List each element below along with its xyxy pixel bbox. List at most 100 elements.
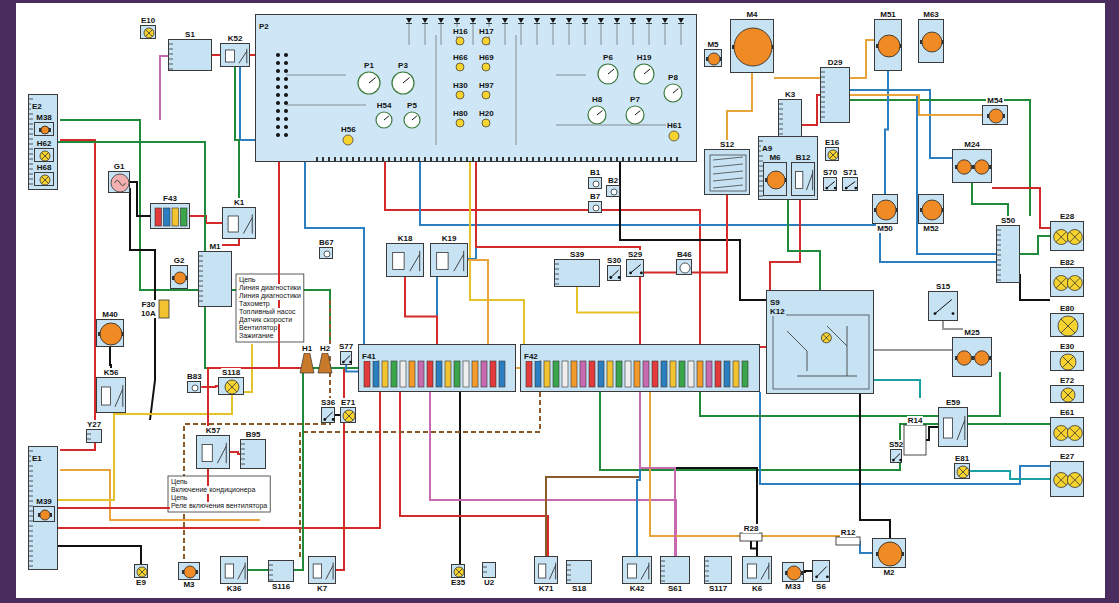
- wire: [751, 541, 757, 556]
- component-label: B95: [245, 430, 262, 439]
- lamp-symbol: [40, 151, 50, 161]
- pin-mark: [997, 260, 1001, 261]
- fuse-symbol: [697, 361, 703, 387]
- lamp-cross: [959, 468, 967, 476]
- relay-shape: [938, 407, 968, 447]
- table-cell: Датчик скорости: [238, 316, 293, 324]
- label-group: S52: [888, 440, 904, 449]
- lamp-shape: [1050, 351, 1084, 371]
- lamp-symbol: [454, 567, 464, 577]
- component-label: S36: [320, 398, 336, 407]
- component-label: A9: [761, 144, 773, 153]
- label-group: R28: [743, 524, 760, 533]
- switch-pin: [855, 187, 858, 190]
- motor-shape: [704, 49, 722, 67]
- pin-mark: [821, 107, 825, 108]
- pin-mark: [269, 575, 273, 576]
- diode-symbol: [486, 18, 492, 23]
- wire: [201, 386, 218, 387]
- wire: [640, 392, 757, 556]
- label-group: K19: [441, 234, 458, 243]
- connector-pin: [526, 157, 528, 162]
- symbol-drawing: [843, 178, 859, 192]
- indicator-lamp: [456, 119, 464, 127]
- label-group: S9K12: [767, 297, 788, 317]
- sensor-symbol: [324, 251, 330, 257]
- lamp-shape: [825, 147, 839, 161]
- diode-symbol: [614, 18, 620, 23]
- connector-pin: [676, 157, 678, 162]
- switch-contact: [713, 164, 743, 167]
- component-box: R14: [904, 416, 926, 455]
- gauge-needle: [369, 78, 376, 84]
- fuse-symbol: [463, 361, 469, 387]
- relay-shape: [96, 377, 126, 413]
- pin-mark: [29, 561, 33, 562]
- symbol-drawing: [35, 173, 55, 187]
- component-box: E82: [1050, 258, 1084, 297]
- symbol-drawing: [197, 436, 231, 470]
- pin-mark: [29, 154, 33, 155]
- component-label: M51: [879, 10, 897, 19]
- pin-mark: [997, 235, 1001, 236]
- box-shape: [198, 251, 232, 307]
- component-box: B67: [318, 238, 335, 259]
- component-label: F30: [140, 300, 156, 309]
- wire: [970, 471, 1050, 479]
- symbol-drawing: [159, 300, 169, 318]
- lamp2-shape: [1050, 267, 1084, 297]
- component-label: S30: [606, 256, 622, 265]
- connector-pin: [276, 117, 280, 121]
- component-box: K42: [622, 556, 652, 593]
- sensor-symbol: [192, 385, 198, 391]
- component-box: K56: [96, 368, 126, 413]
- component-box: P6: [596, 53, 620, 86]
- connector-pin: [284, 133, 288, 137]
- wire-bundle: [430, 392, 676, 556]
- connector-pin: [284, 77, 288, 81]
- symbol-drawing: [705, 150, 751, 196]
- symbol-drawing: [953, 150, 993, 184]
- pin-mark: [199, 296, 203, 297]
- pin-mark: [169, 69, 173, 70]
- component-box: H80: [452, 109, 469, 128]
- pin-mark: [29, 536, 33, 537]
- symbol-drawing: [359, 345, 517, 393]
- pin-mark: [199, 291, 203, 292]
- lamp2-shape: [1050, 461, 1084, 497]
- motor-symbol: [922, 32, 942, 52]
- gauge-needle: [403, 78, 410, 84]
- fuse-symbol: [652, 361, 658, 387]
- label-group: B95: [245, 430, 262, 439]
- switch-shape: [626, 259, 644, 277]
- symbol-drawing: [740, 533, 762, 541]
- relay-shape: [196, 435, 230, 469]
- wire-bundle: [874, 349, 952, 351]
- label-group: S30: [606, 256, 622, 265]
- component-label: S70: [822, 168, 838, 177]
- label-group: E30: [1059, 342, 1075, 351]
- component-box: E9: [134, 564, 148, 587]
- table-cell: Линия диагностики: [238, 284, 302, 292]
- component-label: K52: [227, 34, 244, 43]
- pin-mark: [29, 129, 33, 130]
- panel-trace: [521, 24, 522, 45]
- symbol-drawing: [219, 378, 245, 396]
- label-group: H97: [478, 81, 495, 90]
- connector-pin: [610, 157, 612, 162]
- motor-symbol: [708, 53, 720, 65]
- fuse-symbol: [661, 361, 667, 387]
- symbol-drawing: [904, 425, 926, 455]
- diode-bar: [502, 23, 508, 24]
- label-group: M33: [784, 582, 802, 591]
- gauge-dial: [598, 64, 618, 84]
- sensor-shape: [588, 177, 602, 189]
- ind-shape: [455, 90, 465, 100]
- pin-mark: [199, 301, 203, 302]
- wire: [130, 182, 150, 216]
- label-group: P6: [602, 53, 614, 62]
- component-label: H19: [636, 53, 653, 62]
- label-group: B12: [795, 153, 812, 162]
- pin-mark: [483, 572, 487, 573]
- pin-mark: [567, 575, 571, 576]
